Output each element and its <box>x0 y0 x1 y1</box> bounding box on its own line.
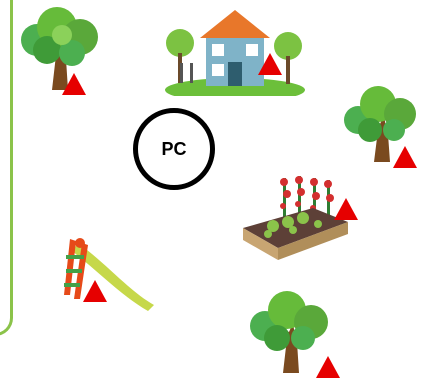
slide-object[interactable] <box>48 235 158 320</box>
pc-node[interactable]: PC <box>133 108 215 190</box>
house-icon <box>160 8 310 96</box>
red-triangle-marker <box>393 146 417 168</box>
tree-icon <box>12 5 107 100</box>
red-triangle-marker <box>316 356 340 378</box>
red-triangle-marker <box>334 198 358 220</box>
red-triangle-marker <box>258 53 282 75</box>
garden-object[interactable] <box>243 170 348 267</box>
slide-icon <box>48 235 158 315</box>
red-triangle-marker <box>83 280 107 302</box>
garden-bed-icon <box>243 170 348 262</box>
pc-label: PC <box>161 139 186 160</box>
red-triangle-marker <box>62 73 86 95</box>
tree-top-left[interactable] <box>12 5 107 105</box>
house-object[interactable] <box>160 8 310 101</box>
